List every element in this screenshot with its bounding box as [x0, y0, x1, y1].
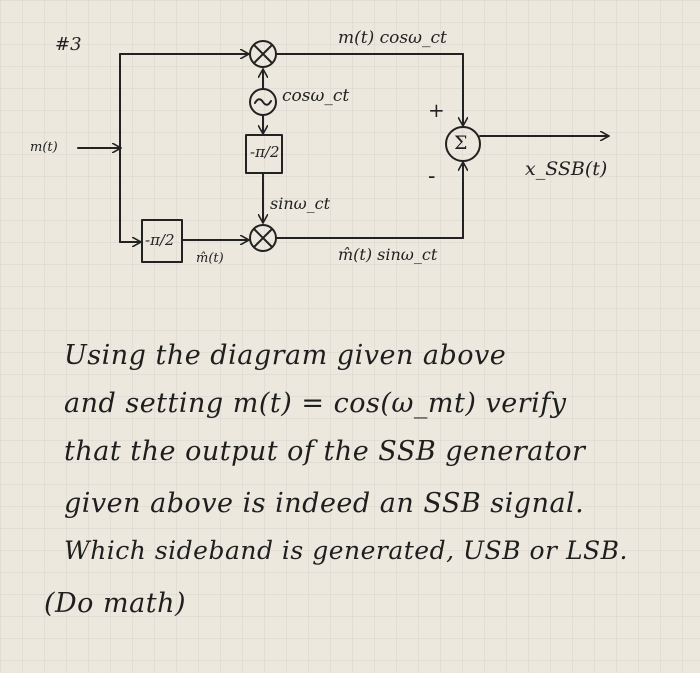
problem-line-2: and setting m(t) = cos(ω_mt) verify	[64, 388, 567, 419]
hilbert-label: -π/2	[145, 231, 175, 249]
input-label: m(t)	[30, 140, 58, 155]
carrier-label: cosω_ct	[282, 86, 350, 106]
hilbert-output-label: m̂(t)	[196, 251, 224, 266]
oscillator-wave	[254, 98, 272, 106]
sine-label: sinω_ct	[270, 194, 331, 213]
top-mixer-cross-b	[253, 44, 273, 64]
shifter-label: -π/2	[250, 143, 280, 161]
plus-sign: +	[428, 98, 445, 122]
problem-line-6: (Do math)	[44, 588, 186, 619]
sum-symbol: Σ	[454, 132, 468, 154]
problem-line-4: given above is indeed an SSB signal.	[64, 488, 585, 519]
bottom-mixer-cross-b	[253, 228, 273, 248]
minus-sign: -	[428, 164, 436, 189]
output-label: x_SSB(t)	[525, 158, 608, 180]
problem-line-5: Which sideband is generated, USB or LSB.	[64, 536, 628, 565]
top-branch-label: m(t) cosω_ct	[338, 28, 447, 48]
bottom-branch-label: m̂(t) sinω_ct	[338, 245, 438, 264]
summer	[445, 126, 481, 162]
problem-line-3: that the output of the SSB generator	[64, 436, 586, 467]
problem-line-1: Using the diagram given above	[64, 340, 507, 371]
problem-number: #3	[55, 34, 82, 55]
